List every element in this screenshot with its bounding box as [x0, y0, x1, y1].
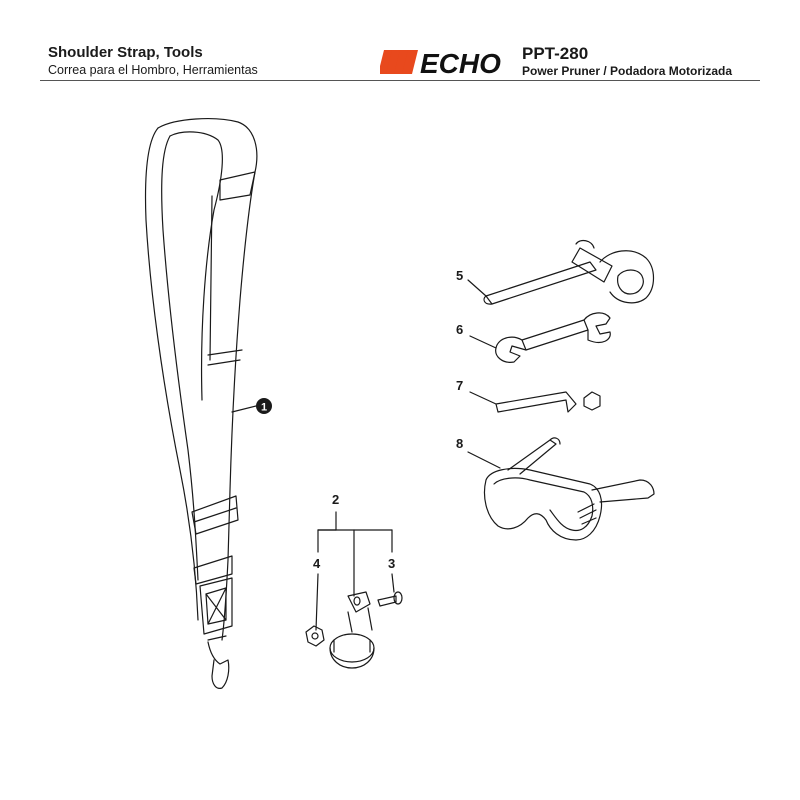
- header-right: PPT-280 Power Pruner / Podadora Motoriza…: [522, 44, 732, 79]
- header-divider: [40, 80, 760, 81]
- callout-8: 8: [456, 436, 463, 451]
- leader-line-1: [231, 405, 257, 413]
- model-number: PPT-280: [522, 44, 589, 63]
- callout-2: 2: [332, 492, 339, 507]
- leader-line-8: [467, 451, 501, 469]
- callout-1: 1: [256, 398, 272, 414]
- spark-plug-wrench: [483, 239, 655, 305]
- page-title: Shoulder Strap, Tools: [48, 44, 203, 61]
- echo-logo: ECHO: [380, 48, 501, 78]
- page-subtitle: Correa para el Hombro, Herramientas: [48, 63, 258, 77]
- leader-line-7: [469, 391, 497, 405]
- hex-nut: [583, 391, 601, 411]
- hex-key: [495, 391, 577, 413]
- callout-7: 7: [456, 378, 463, 393]
- callout-6: 6: [456, 322, 463, 337]
- leader-line-5: [467, 279, 487, 297]
- shoulder-strap: [144, 118, 258, 689]
- nut: [305, 625, 325, 647]
- leader-line-4: [315, 573, 319, 631]
- hanger-clamp: [329, 591, 375, 669]
- leader-line-6: [469, 335, 497, 349]
- logo-text: ECHO: [420, 48, 501, 78]
- callout-1-label: 1: [261, 402, 267, 414]
- clamp-leader-bracket: [317, 511, 393, 597]
- model-description: Power Pruner / Podadora Motorizada: [522, 64, 733, 78]
- callout-4: 4: [313, 556, 321, 571]
- screw: [377, 591, 403, 607]
- leader-line-3: [391, 573, 395, 593]
- callout-5: 5: [456, 268, 463, 283]
- open-end-wrench: [495, 312, 611, 363]
- header-left: Shoulder Strap, Tools Correa para el Hom…: [48, 44, 258, 78]
- callout-3: 3: [388, 556, 395, 571]
- safety-goggles: [483, 437, 655, 541]
